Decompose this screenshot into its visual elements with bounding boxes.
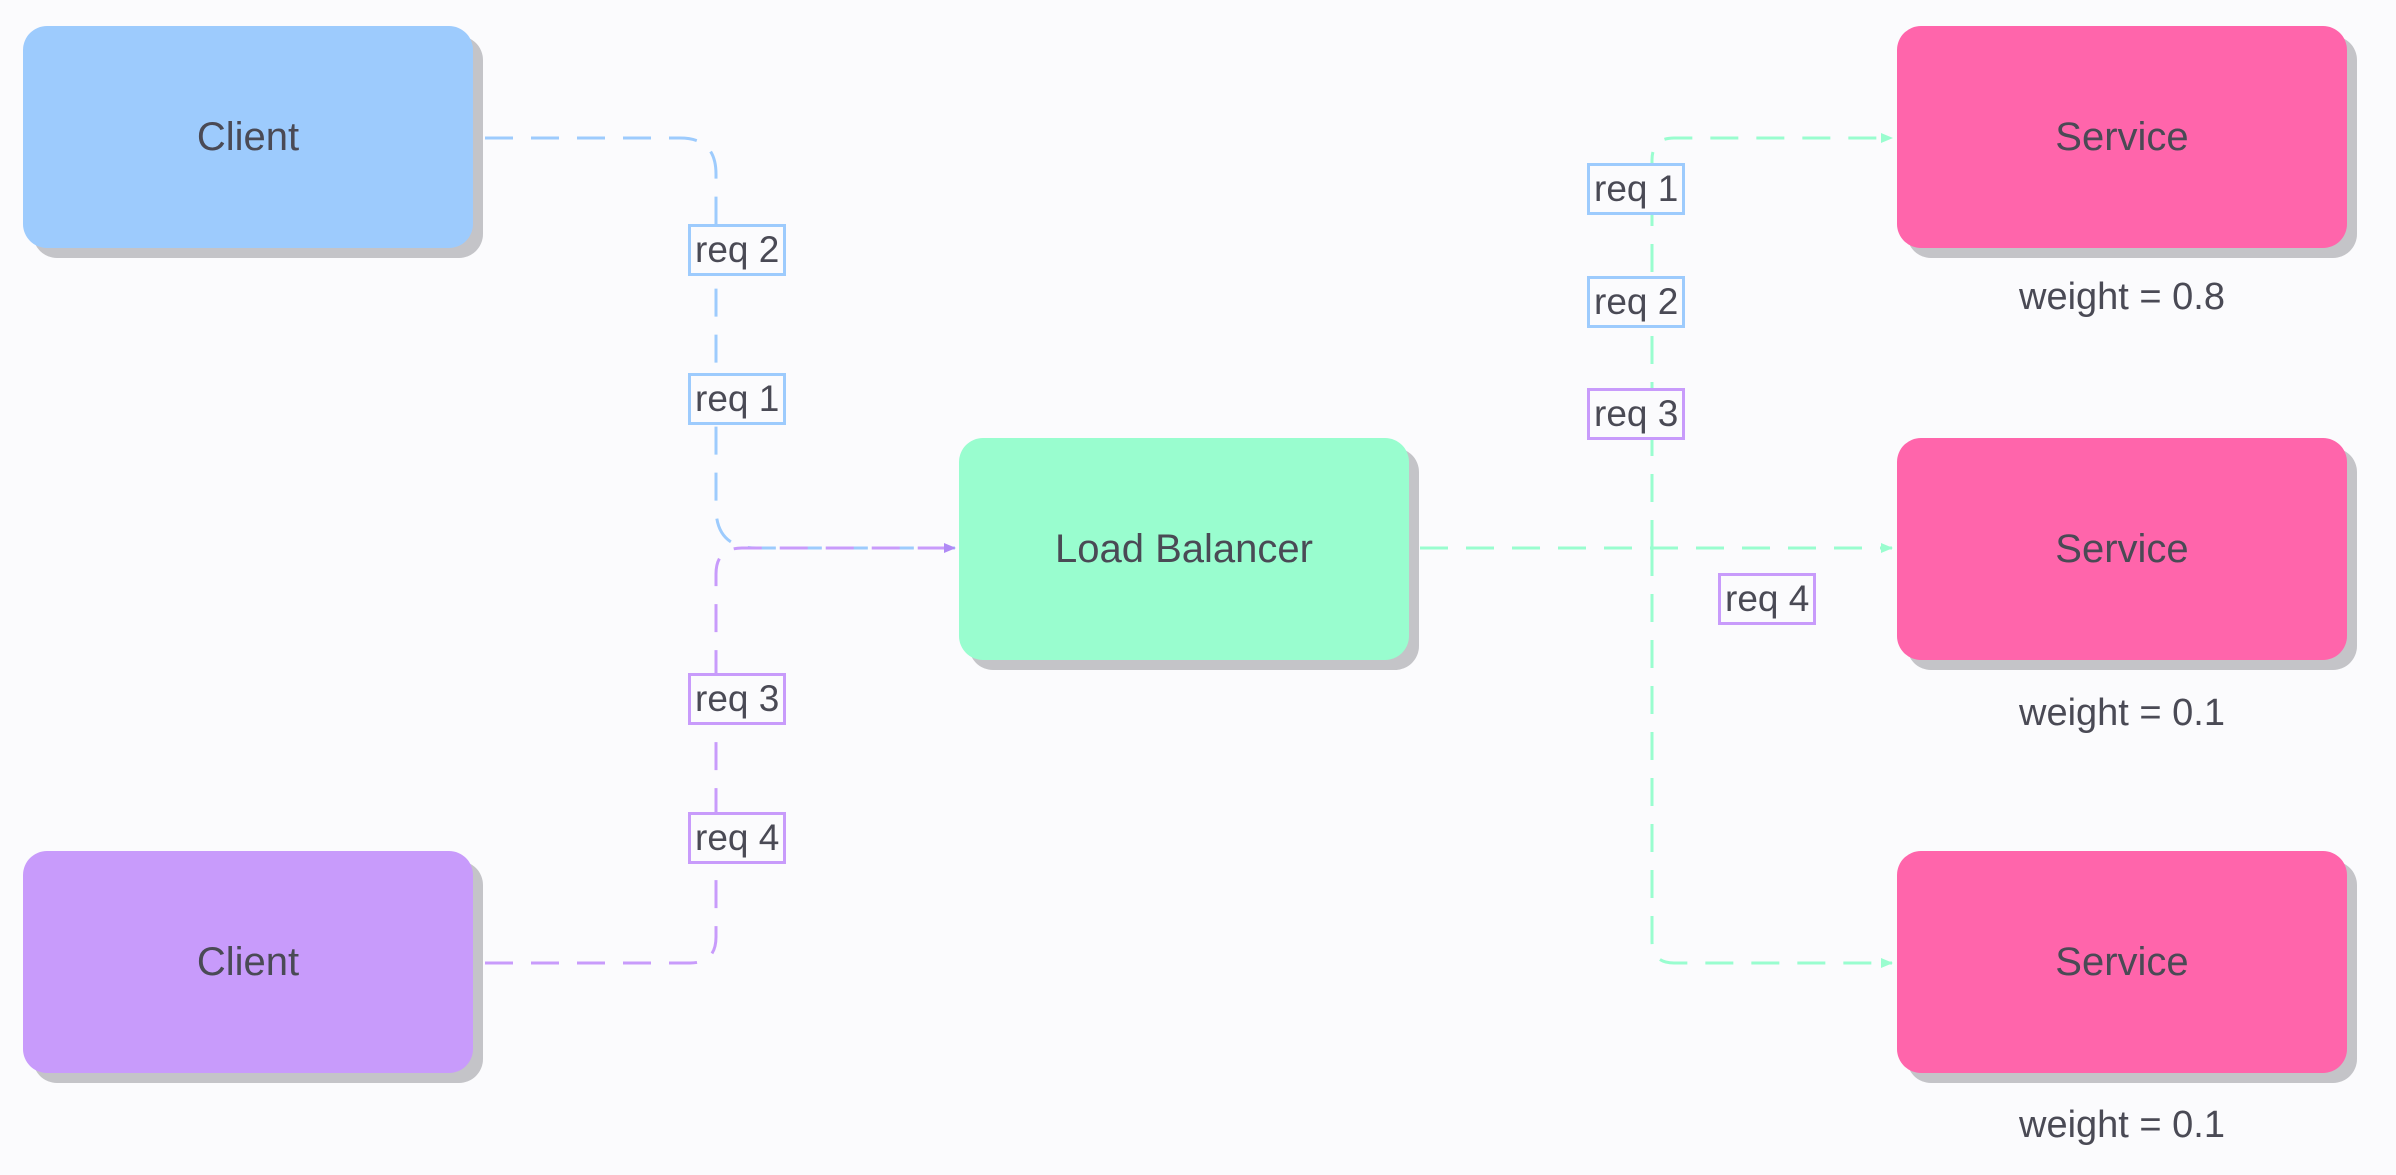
outgoing-request-tag: req 2: [1587, 276, 1686, 328]
outgoing-request-tag: req 4: [1718, 573, 1817, 625]
service-3-weight: weight = 0.1: [2019, 1104, 2225, 1146]
edge-load-balancer-to-service-1: [1650, 133, 1893, 548]
service-2-weight: weight = 0.1: [2019, 692, 2225, 734]
service-node-1: Service: [1897, 26, 2347, 248]
incoming-request-tag: req 1: [688, 373, 787, 425]
outgoing-request-tag: req 1: [1587, 163, 1686, 215]
edge-load-balancer-to-service-3: [1650, 548, 1893, 968]
client-node-1: Client: [23, 26, 473, 248]
edge-client-2-to-load-balancer: [485, 543, 956, 965]
service-1-weight: weight = 0.8: [2019, 276, 2225, 318]
client-node-2: Client: [23, 851, 473, 1073]
service-node-2: Service: [1897, 438, 2347, 660]
load-balancer-node: Load Balancer: [959, 438, 1409, 660]
edge-client-1-to-load-balancer: [485, 136, 955, 550]
service-node-3: Service: [1897, 851, 2347, 1073]
incoming-request-tag: req 4: [688, 812, 787, 864]
incoming-request-tag: req 2: [688, 224, 787, 276]
outgoing-request-tag: req 3: [1587, 388, 1686, 440]
incoming-request-tag: req 3: [688, 673, 787, 725]
